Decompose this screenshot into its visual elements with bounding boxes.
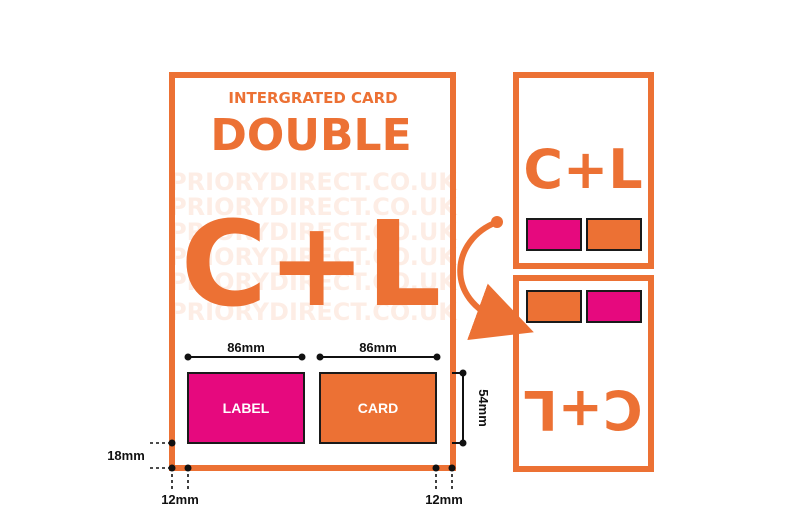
folded-view-front: C+L xyxy=(513,72,654,269)
top-margin-text: 18mm xyxy=(107,448,145,463)
sheet-title: DOUBLE xyxy=(210,110,411,161)
left-margin-dimension: 12mm xyxy=(161,464,199,507)
right-margin-dimension: 12mm xyxy=(425,464,463,507)
card-width-text: 86mm xyxy=(359,340,397,355)
top-margin-dimension: 18mm xyxy=(107,439,176,472)
label-block: LABEL xyxy=(187,372,305,444)
watermark-line-5: PRIORYDIRECT.CO.UK xyxy=(169,268,458,296)
label-text: LABEL xyxy=(223,400,270,416)
folded-back-card-rect xyxy=(526,290,582,323)
card-width-dimension: 86mm xyxy=(316,340,441,361)
sheet-subtitle: INTERGRATED CARD xyxy=(228,89,397,107)
watermark-line-6: PRIORYDIRECT.CO.UK xyxy=(169,298,458,326)
watermark-line-1: PRIORYDIRECT.CO.UK xyxy=(169,168,458,196)
folded-back-frame xyxy=(513,275,654,472)
main-sheet: PRIORYDIRECT.CO.UK PRIORYDIRECT.CO.UK PR… xyxy=(107,72,491,507)
watermark-block: PRIORYDIRECT.CO.UK PRIORYDIRECT.CO.UK PR… xyxy=(169,168,458,326)
card-text: CARD xyxy=(358,400,398,416)
main-sheet-frame xyxy=(169,72,456,471)
curved-arrow-icon xyxy=(457,216,534,340)
card-height-dimension: 54mm xyxy=(452,369,491,447)
watermark-line-3: PRIORYDIRECT.CO.UK xyxy=(169,218,458,246)
folded-front-label-rect xyxy=(526,218,582,251)
label-width-text: 86mm xyxy=(227,340,265,355)
label-width-dimension: 86mm xyxy=(184,340,306,361)
folded-view-back: C+L xyxy=(513,275,654,472)
folded-back-label-rect xyxy=(586,290,642,323)
left-margin-text: 12mm xyxy=(161,492,199,507)
card-block: CARD xyxy=(319,372,437,444)
label-rect xyxy=(187,372,305,444)
right-margin-text: 12mm xyxy=(425,492,463,507)
folded-front-card-rect xyxy=(586,218,642,251)
card-height-text: 54mm xyxy=(476,389,491,427)
sheet-big-label: C+L xyxy=(181,195,442,333)
folded-front-label: C+L xyxy=(523,138,642,201)
card-rect xyxy=(319,372,437,444)
watermark-line-4: PRIORYDIRECT.CO.UK xyxy=(169,243,458,271)
watermark-line-2: PRIORYDIRECT.CO.UK xyxy=(169,193,458,221)
folded-back-label: C+L xyxy=(523,378,642,441)
folded-front-frame xyxy=(513,72,654,269)
